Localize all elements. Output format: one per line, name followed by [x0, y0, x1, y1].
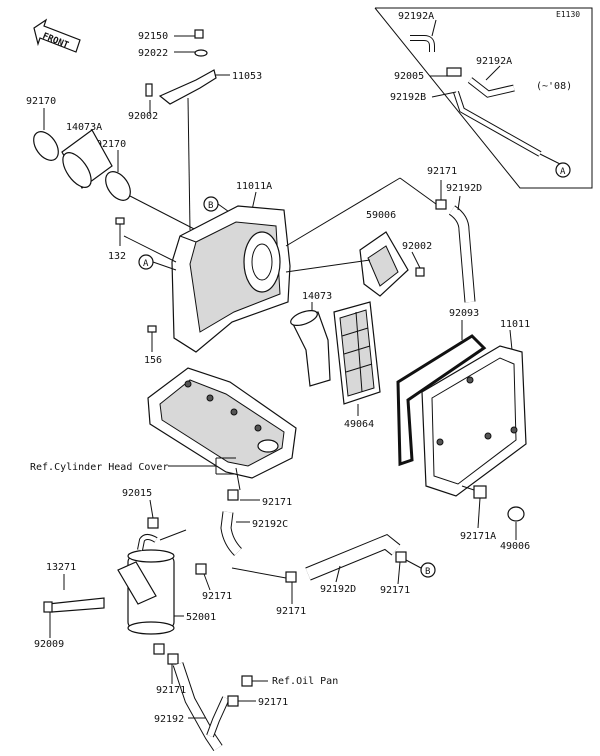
air-box-11011A: [171, 205, 291, 353]
callout-92022: 92022: [138, 48, 168, 59]
svg-text:B: B: [208, 201, 213, 211]
separator-52001: [117, 529, 187, 635]
callout-92171-e: 92171: [380, 585, 410, 596]
callout-11011: 11011: [500, 319, 530, 330]
callout-92171-a: 92171: [427, 166, 457, 177]
callout-52001: 52001: [186, 612, 216, 623]
callout-92192A-2: 92192A: [476, 56, 512, 67]
callout-14073A: 14073A: [66, 122, 102, 133]
duct-14073: [290, 310, 331, 387]
callout-92192C: 92192C: [252, 519, 288, 530]
callout-132: 132: [108, 251, 126, 262]
callout-92192D-a: 92192D: [446, 183, 482, 194]
cover-11011: [421, 345, 527, 497]
callout-92171-d: 92171: [276, 606, 306, 617]
callout-92171-g: 92171: [258, 697, 288, 708]
callout-92093: 92093: [449, 308, 479, 319]
connector-B-main: B: [203, 196, 219, 212]
cylinder-head-cover: [147, 367, 297, 479]
svg-text:B: B: [425, 567, 430, 577]
connector-A-main: A: [138, 254, 154, 270]
callout-92015: 92015: [122, 488, 152, 499]
callout-92192D-b: 92192D: [320, 584, 356, 595]
element-49064: [333, 301, 381, 405]
callout-92171A: 92171A: [460, 531, 496, 542]
callout-156: 156: [144, 355, 162, 366]
svg-text:A: A: [560, 167, 566, 177]
callout-92009: 92009: [34, 639, 64, 650]
inset-note: (~'08): [536, 81, 572, 92]
svg-text:A: A: [143, 259, 149, 269]
callout-92005: 92005: [394, 71, 424, 82]
callout-13271: 13271: [46, 562, 76, 573]
gasket-92093: [396, 334, 487, 467]
front-arrow-icon: FRONT: [33, 18, 81, 53]
callout-92150: 92150: [138, 31, 168, 42]
ref-oil-pan: Ref.Oil Pan: [272, 676, 338, 687]
callout-92171-b: 92171: [262, 497, 292, 508]
callout-92192B: 92192B: [390, 92, 426, 103]
duct-14073A: [61, 129, 113, 189]
callout-11011A: 11011A: [236, 181, 272, 192]
callout-92171-f: 92171: [156, 685, 186, 696]
callout-92002-b: 92002: [402, 241, 432, 252]
connector-A-inset: A: [555, 162, 571, 178]
callout-49006: 49006: [500, 541, 530, 552]
ref-cylinder-head-cover: Ref.Cylinder Head Cover: [30, 462, 168, 473]
callout-92170-a: 92170: [26, 96, 56, 107]
diagram-code: E1130: [556, 10, 580, 19]
connector-B-lower: B: [420, 562, 436, 578]
callout-92171-c: 92171: [202, 591, 232, 602]
callout-14073: 14073: [302, 291, 332, 302]
callout-92002-a: 92002: [128, 111, 158, 122]
callout-92192: 92192: [154, 714, 184, 725]
inset-box: [374, 7, 593, 189]
callout-59006: 59006: [366, 210, 396, 221]
plate-59006: [359, 231, 409, 297]
callout-92170-b: 92170: [96, 139, 126, 150]
callout-92192A-1: 92192A: [398, 11, 434, 22]
callout-49064: 49064: [344, 419, 374, 430]
callout-11053: 11053: [232, 71, 262, 82]
